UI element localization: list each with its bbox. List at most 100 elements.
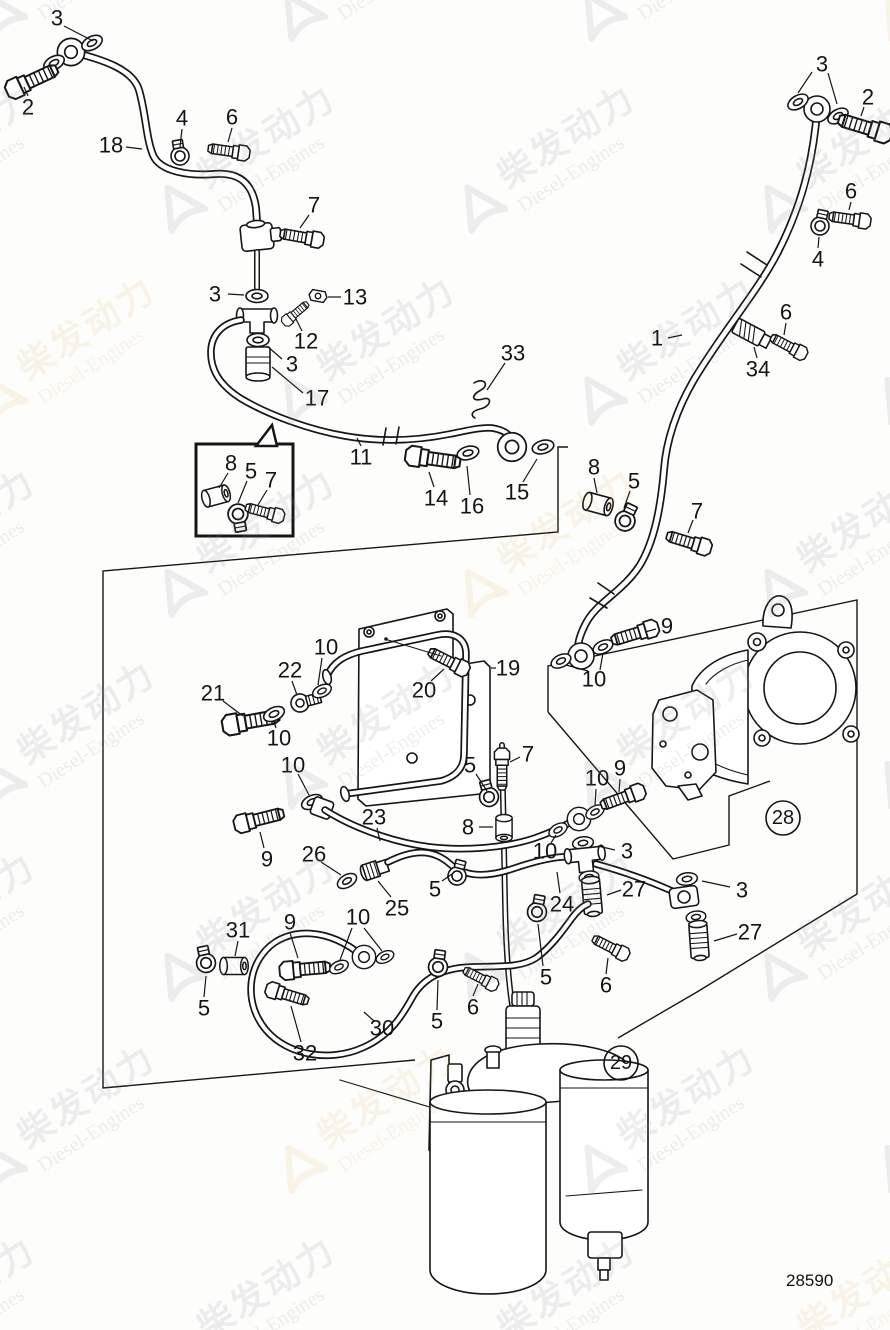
circled-callout-ring-28 — [765, 800, 801, 836]
clip-33 — [471, 380, 491, 419]
callout-19: 19 — [496, 656, 520, 681]
callout-leader-1 — [667, 334, 683, 339]
callout-3: 3 — [816, 52, 828, 77]
callout-leader-10 — [599, 652, 604, 671]
callout-leader-20 — [430, 668, 445, 682]
banjo-bolt-14 — [403, 444, 463, 474]
callout-27: 27 — [738, 920, 762, 945]
callout-leader-25 — [377, 880, 392, 898]
callout-5: 5 — [540, 965, 552, 990]
callout-leader-7 — [257, 489, 268, 506]
callout-3: 3 — [621, 839, 633, 864]
pipe-18-assembly — [1, 31, 329, 382]
sleeve-34 — [730, 317, 774, 351]
callout-leader-5 — [623, 490, 631, 509]
bolt-7b — [493, 747, 511, 791]
callout-9: 9 — [284, 910, 296, 935]
callout-leader-9 — [644, 628, 657, 633]
callout-leader-10 — [594, 788, 597, 807]
callout-8: 8 — [462, 815, 474, 840]
drawing-number: 28590 — [786, 1271, 834, 1290]
callout-24: 24 — [550, 892, 574, 917]
callout-leader-5 — [441, 873, 453, 882]
callout-leader-27 — [606, 889, 622, 896]
callout-5: 5 — [198, 996, 210, 1021]
callout-9: 9 — [261, 847, 273, 872]
clamp-5d — [192, 943, 219, 976]
fuel-cooler-19 — [219, 608, 491, 836]
callout-12: 12 — [294, 329, 318, 354]
callout-leader-18 — [125, 146, 143, 150]
callout-leader-22 — [291, 680, 298, 696]
callout-leader-5 — [203, 975, 207, 998]
callout-leader-16 — [466, 465, 471, 496]
callout-leader-21 — [222, 700, 244, 717]
bolt-6-left — [206, 139, 252, 163]
callout-10: 10 — [281, 753, 305, 778]
callout-leader-7 — [299, 214, 310, 229]
callout-23: 23 — [362, 805, 386, 830]
left-panel-border — [102, 446, 568, 1089]
callout-5: 5 — [464, 753, 476, 778]
callout-leader-15 — [522, 458, 538, 483]
bolt-6-right — [827, 207, 873, 231]
callout-26: 26 — [302, 842, 326, 867]
callout-6: 6 — [600, 973, 612, 998]
callout-leader-8 — [218, 472, 229, 489]
banjo-eye-pipe1-bottom — [567, 642, 595, 670]
callout-33: 33 — [501, 341, 525, 366]
washer-3-tee-top — [245, 288, 269, 304]
callout-7: 7 — [522, 742, 534, 767]
fuel-filter-assembly-29 — [428, 991, 649, 1295]
callout-27: 27 — [622, 877, 646, 902]
callout-leader-6 — [227, 127, 233, 143]
spacer-8a — [580, 490, 616, 518]
callout-leader-3 — [827, 72, 838, 105]
callout-leader-3 — [227, 293, 245, 296]
washer-15 — [529, 437, 557, 457]
callout-15: 15 — [505, 480, 529, 505]
callout-5: 5 — [628, 469, 640, 494]
callout-leader-10 — [339, 927, 353, 961]
callout-leader-2 — [860, 106, 865, 117]
pipe-1-assembly — [548, 90, 890, 672]
callout-leader-5 — [537, 923, 544, 967]
callout-leader-14 — [428, 471, 435, 488]
callout-leader-10 — [317, 657, 323, 686]
banjo-eye-hose11 — [496, 431, 528, 463]
callout-10: 10 — [346, 905, 370, 930]
clamp-4-left — [167, 137, 192, 168]
callout-leader-24 — [556, 871, 561, 894]
adapter-17 — [245, 346, 271, 382]
callout-10: 10 — [585, 766, 609, 791]
washer-3-tee-bottom — [246, 332, 270, 348]
callout-leader-7 — [509, 756, 521, 763]
callout-34: 34 — [746, 357, 770, 382]
washer-10h — [326, 956, 352, 978]
callout-8: 8 — [225, 451, 237, 476]
callout-31: 31 — [226, 918, 250, 943]
callout-6: 6 — [467, 995, 479, 1020]
nut-13 — [307, 288, 329, 304]
callout-3: 3 — [209, 282, 221, 307]
callout-7: 7 — [265, 468, 277, 493]
inset-detail-box — [194, 422, 295, 538]
bolt-part-7-inset — [243, 499, 287, 526]
callout-leader-10 — [297, 773, 310, 796]
callout-leader-3 — [597, 845, 616, 851]
circled-callout-29: 29 — [610, 1052, 632, 1074]
connector-27b — [687, 919, 711, 962]
washer-3g — [675, 870, 699, 888]
callout-leader-10 — [550, 834, 557, 844]
callout-leader-31 — [234, 940, 239, 957]
callout-leader-30 — [363, 1011, 375, 1022]
connector-27a — [580, 874, 604, 919]
callout-32: 32 — [293, 1041, 317, 1066]
callout-4: 4 — [812, 247, 824, 272]
washer-10i — [373, 947, 397, 967]
banjo-bolt-9d — [277, 956, 332, 982]
callout-leader-32 — [290, 1005, 302, 1043]
fitting-12 — [279, 298, 312, 329]
